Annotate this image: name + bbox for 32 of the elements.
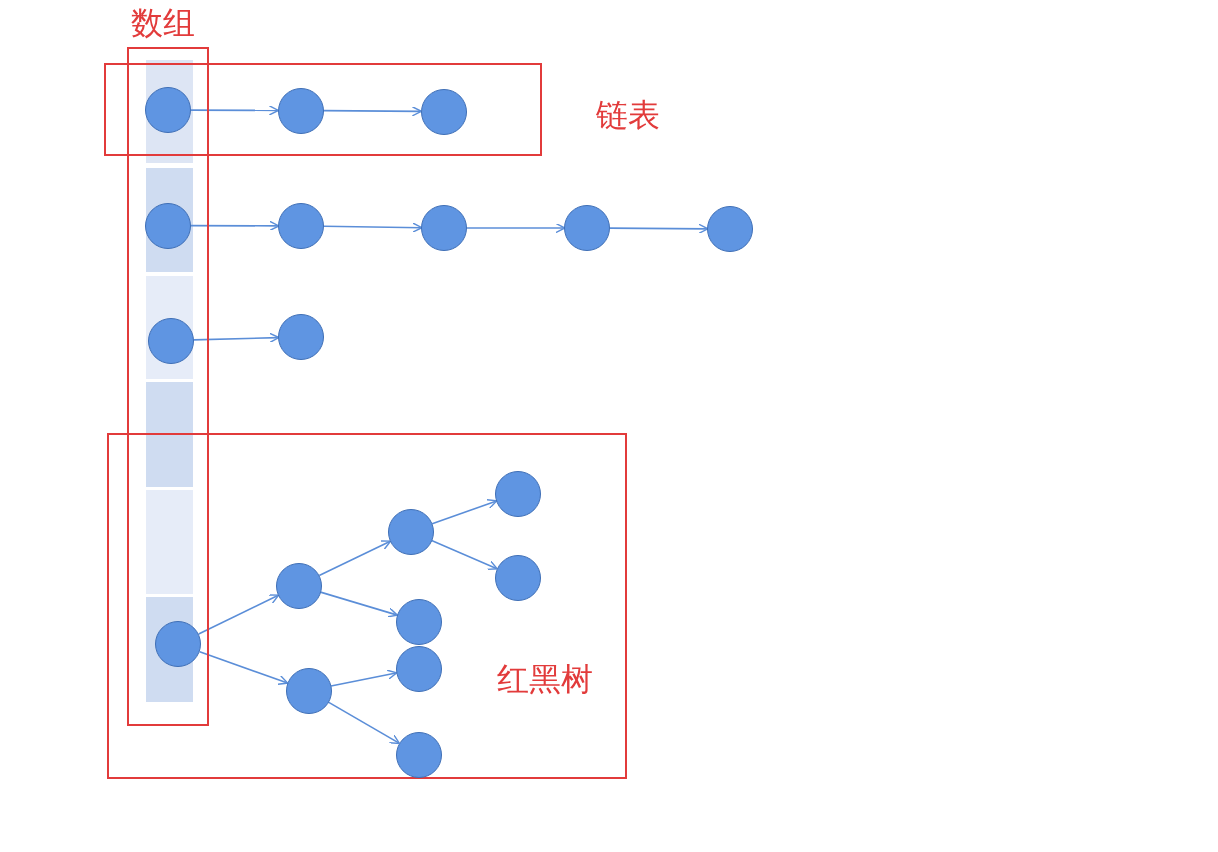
arrow <box>319 591 399 618</box>
node-circle <box>494 554 541 601</box>
arrow <box>190 105 280 116</box>
group-label: 红黑树 <box>497 663 593 695</box>
arrow <box>466 222 566 234</box>
node-circle <box>395 598 442 645</box>
arrow <box>431 498 498 525</box>
arrow <box>430 539 498 571</box>
node-circle <box>395 731 442 778</box>
node-circle <box>494 470 541 517</box>
node-circle <box>421 205 467 251</box>
arrow <box>330 669 398 687</box>
arrow <box>192 332 280 344</box>
node-circle <box>387 508 434 555</box>
arrow <box>198 650 289 685</box>
arrow <box>197 594 280 635</box>
group-frame <box>107 433 627 779</box>
node-circle <box>285 667 332 714</box>
arrow <box>323 222 423 233</box>
node-circle <box>278 203 324 249</box>
node-circle <box>275 562 322 609</box>
arrow <box>318 540 392 577</box>
node-circle <box>707 206 753 252</box>
group-label: 数组 <box>131 7 195 39</box>
node-circle <box>395 645 442 692</box>
arrow <box>322 106 423 117</box>
group-label: 链表 <box>596 99 660 131</box>
arrow <box>327 701 401 745</box>
arrow <box>189 220 280 232</box>
arrow <box>609 223 709 234</box>
node-circle <box>564 205 610 251</box>
node-circle <box>278 314 324 360</box>
